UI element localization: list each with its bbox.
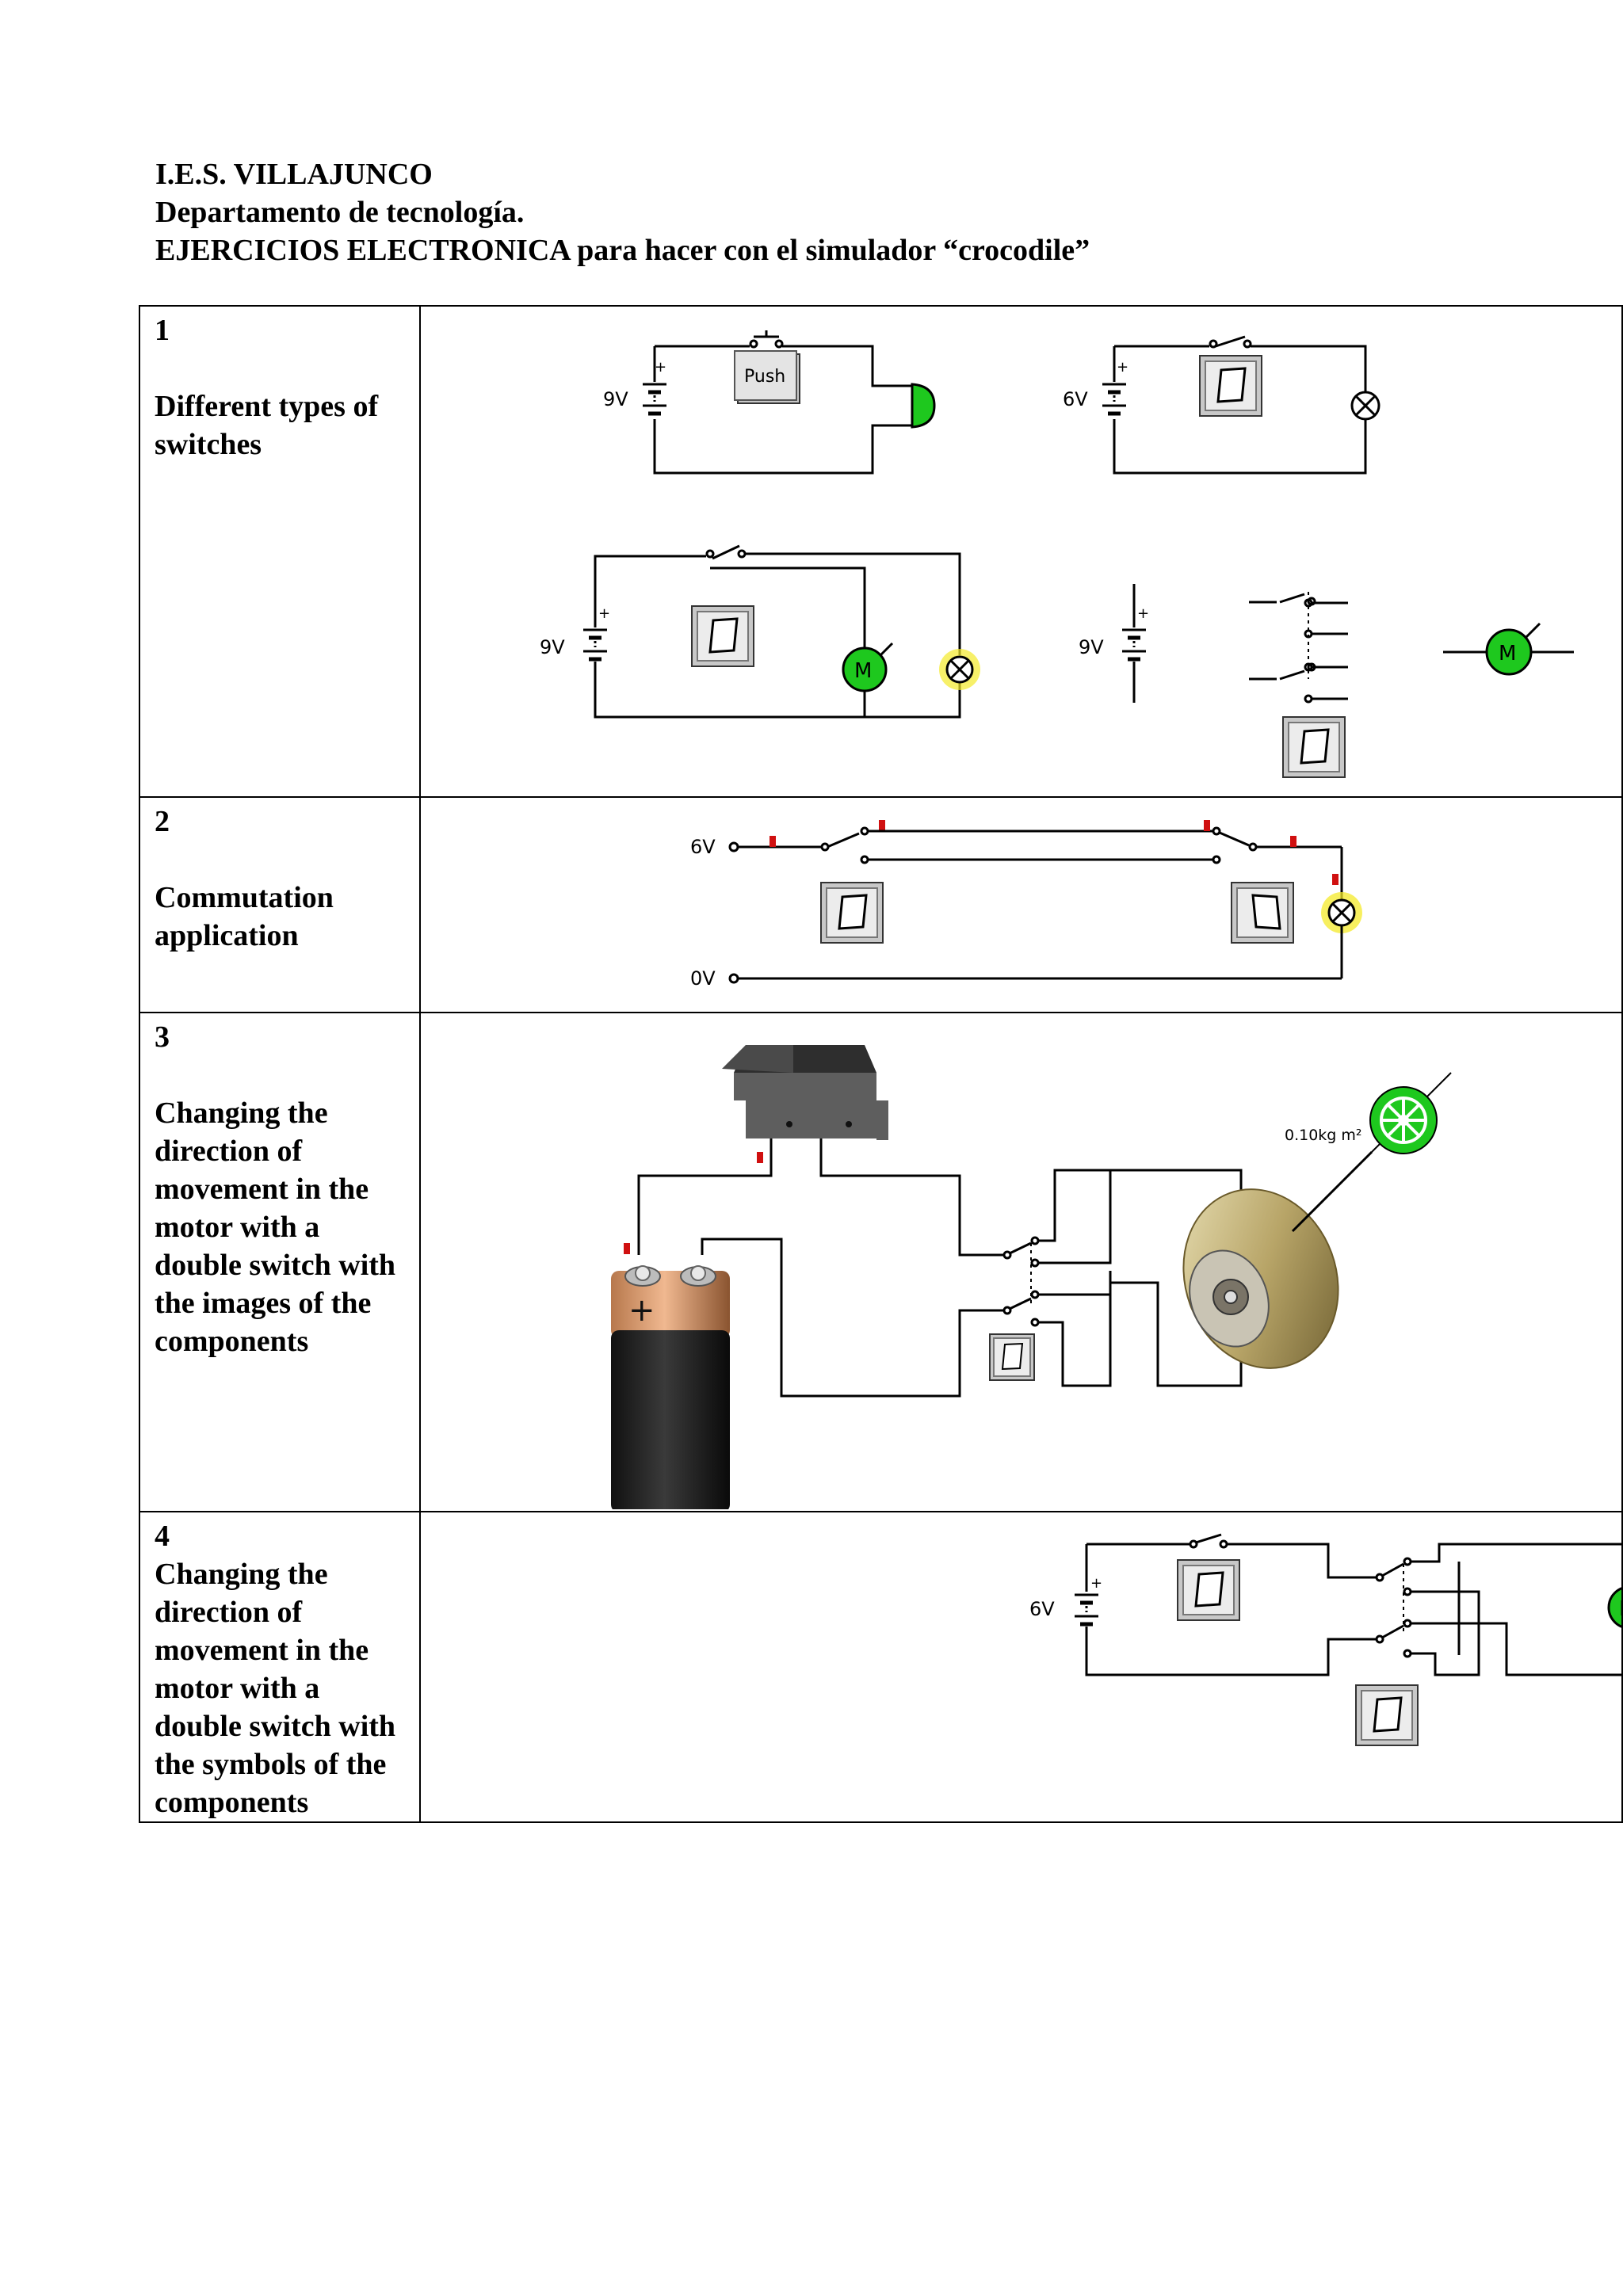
motor-image [1182, 1150, 1373, 1369]
document-header: I.E.S. VILLAJUNCO Departamento de tecnol… [155, 155, 1090, 269]
lamp-icon [1350, 391, 1381, 421]
battery-label: 9V [603, 388, 628, 410]
exercise-figure-cell: 6V + [419, 1511, 1623, 1823]
push-button[interactable]: Push [734, 350, 800, 404]
node-marker [1332, 874, 1338, 885]
exercise-description: Changing the direction of movement in th… [155, 1558, 396, 1819]
circuit-diagram-commutation: 6V [690, 820, 1362, 990]
exercise-description: Changing the direction of movement in th… [155, 1097, 396, 1358]
toggle-switch-button[interactable] [691, 605, 754, 667]
battery-label: 6V [1063, 388, 1088, 410]
circuit-diagram-motor-symbols: 6V + [1029, 1533, 1621, 1746]
exercise-description: Different types of switches [155, 390, 379, 461]
toggle-switch-button[interactable] [1199, 355, 1262, 417]
node-marker [757, 1152, 763, 1163]
svg-text:+: + [655, 359, 666, 376]
circuit-motor-lamp: + 9V M [540, 544, 980, 719]
flywheel-icon [1369, 1072, 1452, 1154]
toggle-switch-button[interactable] [820, 882, 884, 944]
svg-text:+: + [598, 605, 610, 622]
exercise-label-cell: 3 Changing the direction of movement in … [139, 1012, 421, 1512]
exercise-label-cell: 2 Commutation application [139, 796, 421, 1013]
exercise-row-3: 3 Changing the direction of movement in … [139, 1012, 1623, 1512]
exercise-row-1: 1 Different types of switches + 9 [139, 305, 1623, 798]
school-name: I.E.S. VILLAJUNCO [155, 158, 433, 191]
exercise-row-2: 2 Commutation application 6V [139, 796, 1623, 1013]
toggle-switch-button[interactable] [1177, 1559, 1240, 1621]
lamp-icon [1321, 892, 1362, 933]
circuit-push-buzzer: + 9V Push [603, 330, 936, 475]
rocker-switch-image[interactable] [722, 1045, 888, 1140]
node-marker [1204, 820, 1210, 831]
motor-label: M [1499, 642, 1516, 666]
exercise-row-4: 4 Changing the direction of movement in … [139, 1511, 1623, 1823]
svg-text:+: + [1117, 359, 1128, 376]
motor-icon: M [1607, 1587, 1621, 1628]
exercise-number: 3 [155, 1020, 170, 1054]
motor-label: M [854, 659, 872, 683]
inertia-label: 0.10kg m² [1285, 1127, 1362, 1144]
toggle-switch-button[interactable] [1355, 1684, 1419, 1746]
node-marker [624, 1243, 630, 1254]
buzzer-icon [911, 383, 936, 429]
voltage-terminal-label: 0V [690, 967, 716, 990]
exercise-number: 4 [155, 1520, 170, 1553]
exercise-label-cell: 4 Changing the direction of movement in … [139, 1511, 421, 1823]
push-button-label: Push [744, 367, 785, 387]
toggle-switch-button[interactable] [1282, 716, 1346, 778]
toggle-switch-button[interactable] [1231, 882, 1294, 944]
loose-components: + 9V [1079, 584, 1574, 778]
toggle-switch-button[interactable] [989, 1333, 1035, 1381]
exercise-figure-cell: + [419, 1012, 1623, 1512]
exercise-label-cell: 1 Different types of switches [139, 305, 421, 798]
motor-icon: M [842, 642, 894, 692]
node-marker [1290, 836, 1296, 847]
exercise-figure-cell: 6V [419, 796, 1623, 1013]
battery-image: + [611, 1265, 730, 1509]
exercise-number: 2 [155, 805, 170, 838]
exercise-description: Commutation application [155, 881, 334, 952]
circuit-diagram-motor-images: + [611, 1045, 1452, 1509]
exercise-figure-cell: + 9V Push [419, 305, 1623, 798]
lamp-icon [939, 649, 980, 690]
department-name: Departamento de tecnología. [155, 196, 525, 229]
motor-icon: M [1443, 622, 1574, 676]
document-title: EJERCICIOS ELECTRONICA para hacer con el… [155, 234, 1090, 267]
voltage-terminal-label: 6V [690, 836, 716, 858]
node-marker [769, 836, 776, 847]
exercises-table: 1 Different types of switches + 9 [139, 305, 1623, 1823]
svg-text:+: + [628, 1292, 655, 1329]
exercise-number: 1 [155, 314, 170, 347]
circuit-toggle-lamp: + 6V [1063, 335, 1381, 475]
motor-label: M [1619, 1597, 1621, 1621]
battery-label: 9V [540, 636, 565, 658]
battery-label: 6V [1029, 1598, 1055, 1620]
battery-label: 9V [1079, 636, 1104, 658]
circuit-diagram-switch-types: + 9V Push [540, 330, 1574, 778]
node-marker [879, 820, 885, 831]
svg-text:+: + [1137, 605, 1149, 622]
svg-text:+: + [1090, 1575, 1102, 1592]
